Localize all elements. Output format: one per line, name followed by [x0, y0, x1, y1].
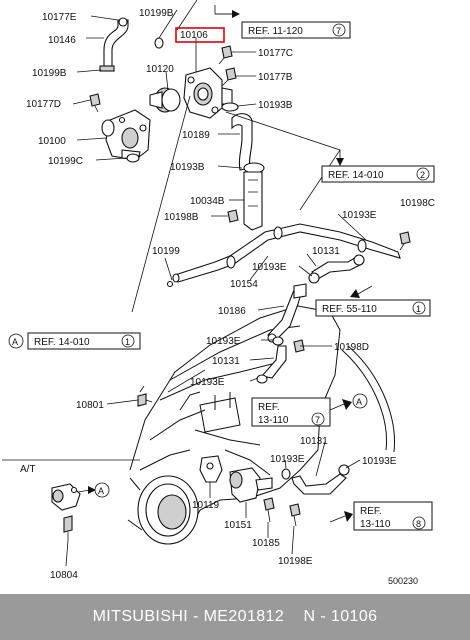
label-10120: 10120: [146, 64, 174, 75]
label-10193b-top: 10193B: [258, 100, 293, 111]
label-10151: 10151: [224, 520, 252, 531]
label-10193e-d: 10193E: [190, 377, 225, 388]
bolt-10177d: [89, 93, 101, 113]
crank-pulley: [127, 475, 199, 545]
bolts-bottom: [263, 497, 301, 527]
ref-num: 7: [336, 26, 341, 36]
pipe-10186: [267, 283, 307, 343]
ref-line1: REF.: [360, 506, 382, 517]
label-at: A/T: [20, 464, 36, 475]
label-10154: 10154: [230, 279, 258, 290]
label-10801: 10801: [76, 400, 104, 411]
callout-a-main: A: [352, 393, 368, 409]
thermostat: [149, 37, 181, 113]
label-10193e-a: 10193E: [342, 210, 377, 221]
sensor-10801: [137, 385, 153, 407]
label-10034b: 10034B: [190, 196, 225, 207]
label-10199: 10199: [152, 246, 180, 257]
ref-line2: 13-110: [360, 519, 391, 530]
ref-box-14-010-1[interactable]: A REF. 14-010 1: [8, 332, 141, 350]
label-10106: 10106: [180, 30, 208, 41]
water-fitting-10151: [229, 467, 273, 503]
footer-bar: MITSUBISHI - ME201812 N - 10106: [0, 594, 470, 640]
hose-10189: [221, 102, 265, 174]
ref-box-14-010-2[interactable]: REF. 14-010 2: [321, 165, 435, 183]
label-10177d: 10177D: [26, 99, 61, 110]
footer-sep: -: [188, 608, 204, 625]
ref-text: REF. 11-120: [248, 26, 303, 37]
ref-line2: 13-110: [258, 415, 289, 426]
ref-prefix: A: [12, 337, 18, 347]
parts-diagram: 10177E 10199B 10146 10106 10177C 10199B …: [2, 0, 435, 586]
hose-10131-upper: [308, 254, 365, 284]
bolt-10198c: [399, 231, 411, 251]
ref-box-13-110-8[interactable]: REF. 13-110 8: [353, 501, 433, 531]
bracket-10119: [199, 455, 223, 483]
label-10198c: 10198C: [400, 198, 435, 209]
label-10193e-c: 10193E: [206, 336, 241, 347]
label-10119: 10119: [192, 500, 220, 511]
label-10804: 10804: [50, 570, 78, 581]
highlight-leader-gap: [176, 0, 198, 31]
label-10131-c: 10131: [300, 436, 328, 447]
thermostat-housing: [101, 109, 151, 163]
label-10199b-mid: 10199B: [32, 68, 67, 79]
bolts-top-right: [218, 45, 237, 87]
label-10177c: 10177C: [258, 48, 293, 59]
callout-letter: A: [98, 486, 104, 496]
at-inset: [2, 459, 140, 540]
label-10185: 10185: [252, 538, 280, 549]
label-10198e: 10198E: [278, 556, 313, 567]
label-10198b: 10198B: [164, 212, 199, 223]
footer-brand: MITSUBISHI: [92, 608, 189, 625]
hose-10131-lower: [256, 336, 305, 384]
ref-box-55-110[interactable]: REF. 55-110 1: [315, 299, 431, 317]
arrows: [77, 10, 373, 523]
callout-letter: A: [356, 397, 362, 407]
ref-text: REF. 14-010: [34, 337, 90, 348]
label-10193e-f: 10193E: [362, 456, 397, 467]
footer-ref-number: 10106: [330, 608, 378, 625]
ref-box-11-120[interactable]: REF. 11-120 7: [241, 21, 351, 39]
label-10131-a: 10131: [312, 246, 340, 257]
pipe-10154: [166, 223, 401, 288]
callout-a-inset: A: [94, 482, 110, 498]
right-hose-run: [341, 345, 396, 453]
ref-num: 1: [125, 337, 130, 347]
label-10177b: 10177B: [258, 72, 293, 83]
ref-text: REF. 14-010: [328, 170, 384, 181]
label-10199b-top: 10199B: [139, 8, 174, 19]
label-10100: 10100: [38, 136, 66, 147]
ref-text: REF. 55-110: [322, 304, 377, 315]
label-10189: 10189: [182, 130, 210, 141]
label-10177e-top: 10177E: [42, 12, 77, 23]
label-10198d: 10198D: [334, 342, 369, 353]
highlight-box-10106: [175, 27, 225, 43]
pipe-10034b: [227, 171, 263, 231]
diagram-code: 500230: [388, 576, 418, 586]
ref-line1: REF.: [258, 402, 280, 413]
ref-num: 2: [420, 170, 425, 180]
label-10193e-b: 10193E: [252, 262, 287, 273]
label-10131-b: 10131: [212, 356, 240, 367]
label-10146: 10146: [48, 35, 76, 46]
label-10199c: 10199C: [48, 156, 83, 167]
label-10186: 10186: [218, 306, 246, 317]
hose-10131-bottom: [281, 464, 350, 495]
footer-part-number: ME201812: [203, 608, 285, 625]
ref-box-13-110-7[interactable]: REF. 13-110 7: [251, 397, 331, 427]
part-labels: 10177E 10199B 10146 10106 10177C 10199B …: [20, 8, 435, 586]
label-10193e-e: 10193E: [270, 454, 305, 465]
ref-num: 7: [315, 415, 320, 425]
label-10193b-mid: 10193B: [170, 162, 205, 173]
water-pipe-10146: [99, 17, 129, 72]
footer-sep: N -: [284, 608, 331, 625]
ref-num: 1: [416, 304, 421, 314]
ref-num: 8: [416, 519, 421, 529]
